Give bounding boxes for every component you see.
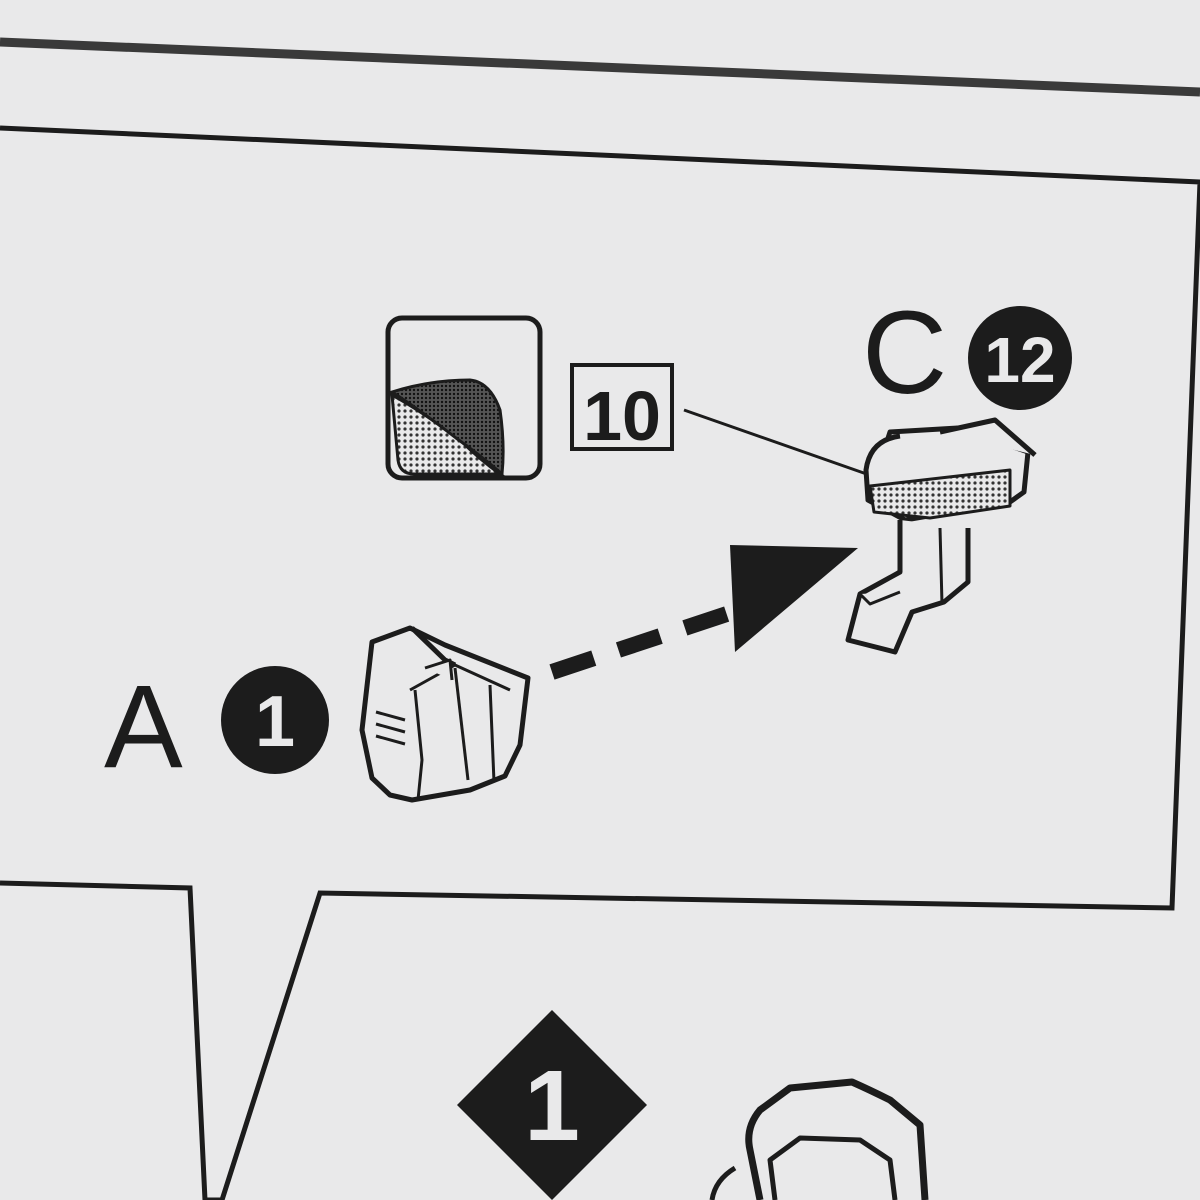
part-c-number: 12 bbox=[984, 324, 1055, 396]
step-number: 1 bbox=[524, 1050, 580, 1162]
step-number-marker: 1 bbox=[457, 1010, 647, 1200]
part-c-badge bbox=[968, 306, 1072, 410]
part-c-letter: C bbox=[862, 287, 947, 419]
part-c-illustration bbox=[845, 417, 1037, 655]
sticker-number: 10 bbox=[583, 377, 661, 455]
callout-frame bbox=[0, 125, 1200, 1200]
next-step-part-illustration bbox=[709, 1078, 929, 1200]
sticker-number-box: 10 bbox=[570, 363, 674, 455]
top-rule bbox=[0, 37, 1200, 97]
part-a-badge bbox=[221, 666, 329, 774]
part-a-illustration bbox=[359, 625, 531, 803]
part-a-label: A 1 bbox=[104, 661, 329, 793]
sticker-icon bbox=[385, 315, 543, 481]
part-a-number: 1 bbox=[255, 682, 295, 762]
assembly-arrow bbox=[549, 545, 858, 680]
part-c-label: C 12 bbox=[862, 287, 1072, 419]
part-a-letter: A bbox=[104, 661, 183, 793]
leader-line bbox=[683, 408, 879, 480]
